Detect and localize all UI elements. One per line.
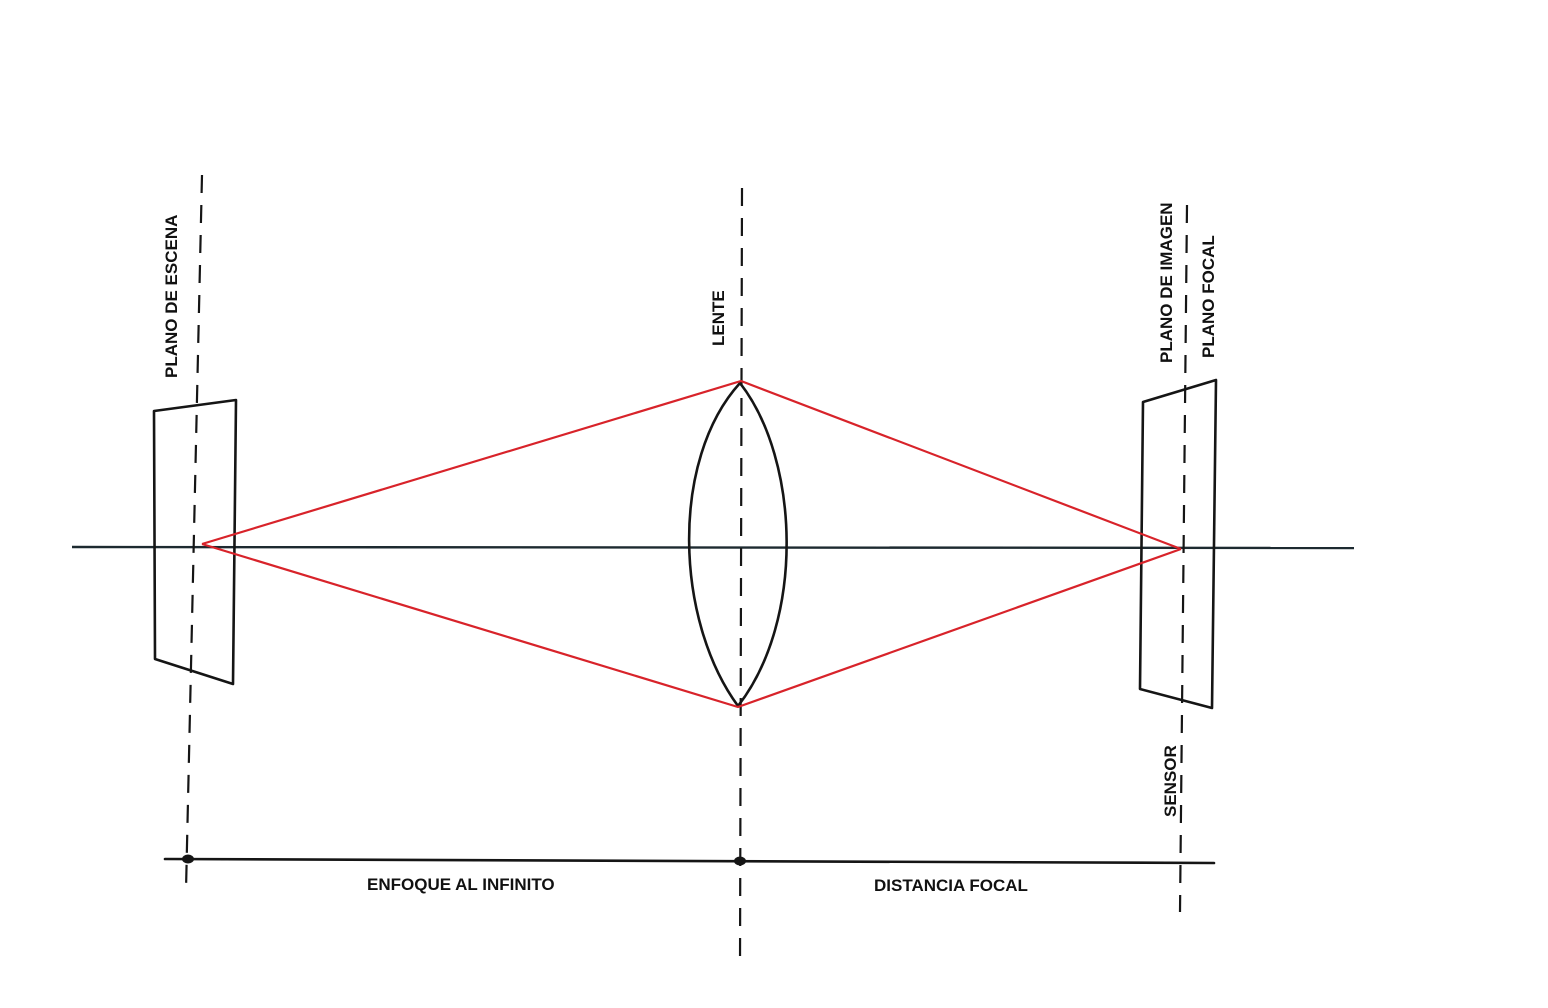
focus-infinity-label: ENFOQUE AL INFINITO (367, 875, 555, 894)
scene-plane-shape (152, 398, 238, 686)
scene-plane-label: PLANO DE ESCENA (162, 215, 181, 378)
image-plane-label: PLANO DE IMAGEN (1157, 202, 1176, 363)
optical-axis (71, 545, 1355, 550)
sensor-label: SENSOR (1161, 745, 1180, 817)
lower-ray (201, 542, 1182, 709)
lens-center-dashed-line (738, 187, 744, 969)
focal-plane-dashed-line (1178, 204, 1189, 913)
scene-point-dot (182, 854, 194, 864)
focal-distance-label: DISTANCIA FOCAL (874, 876, 1028, 895)
distance-line (163, 857, 1216, 865)
lens-point-dot (734, 856, 746, 866)
lens-shape (687, 381, 788, 708)
scene-plane-dashed-line (184, 174, 204, 891)
sensor-shape (1138, 378, 1218, 710)
focal-plane-label: PLANO FOCAL (1199, 235, 1218, 358)
lens-label: LENTE (709, 290, 728, 346)
upper-ray (201, 379, 1182, 551)
